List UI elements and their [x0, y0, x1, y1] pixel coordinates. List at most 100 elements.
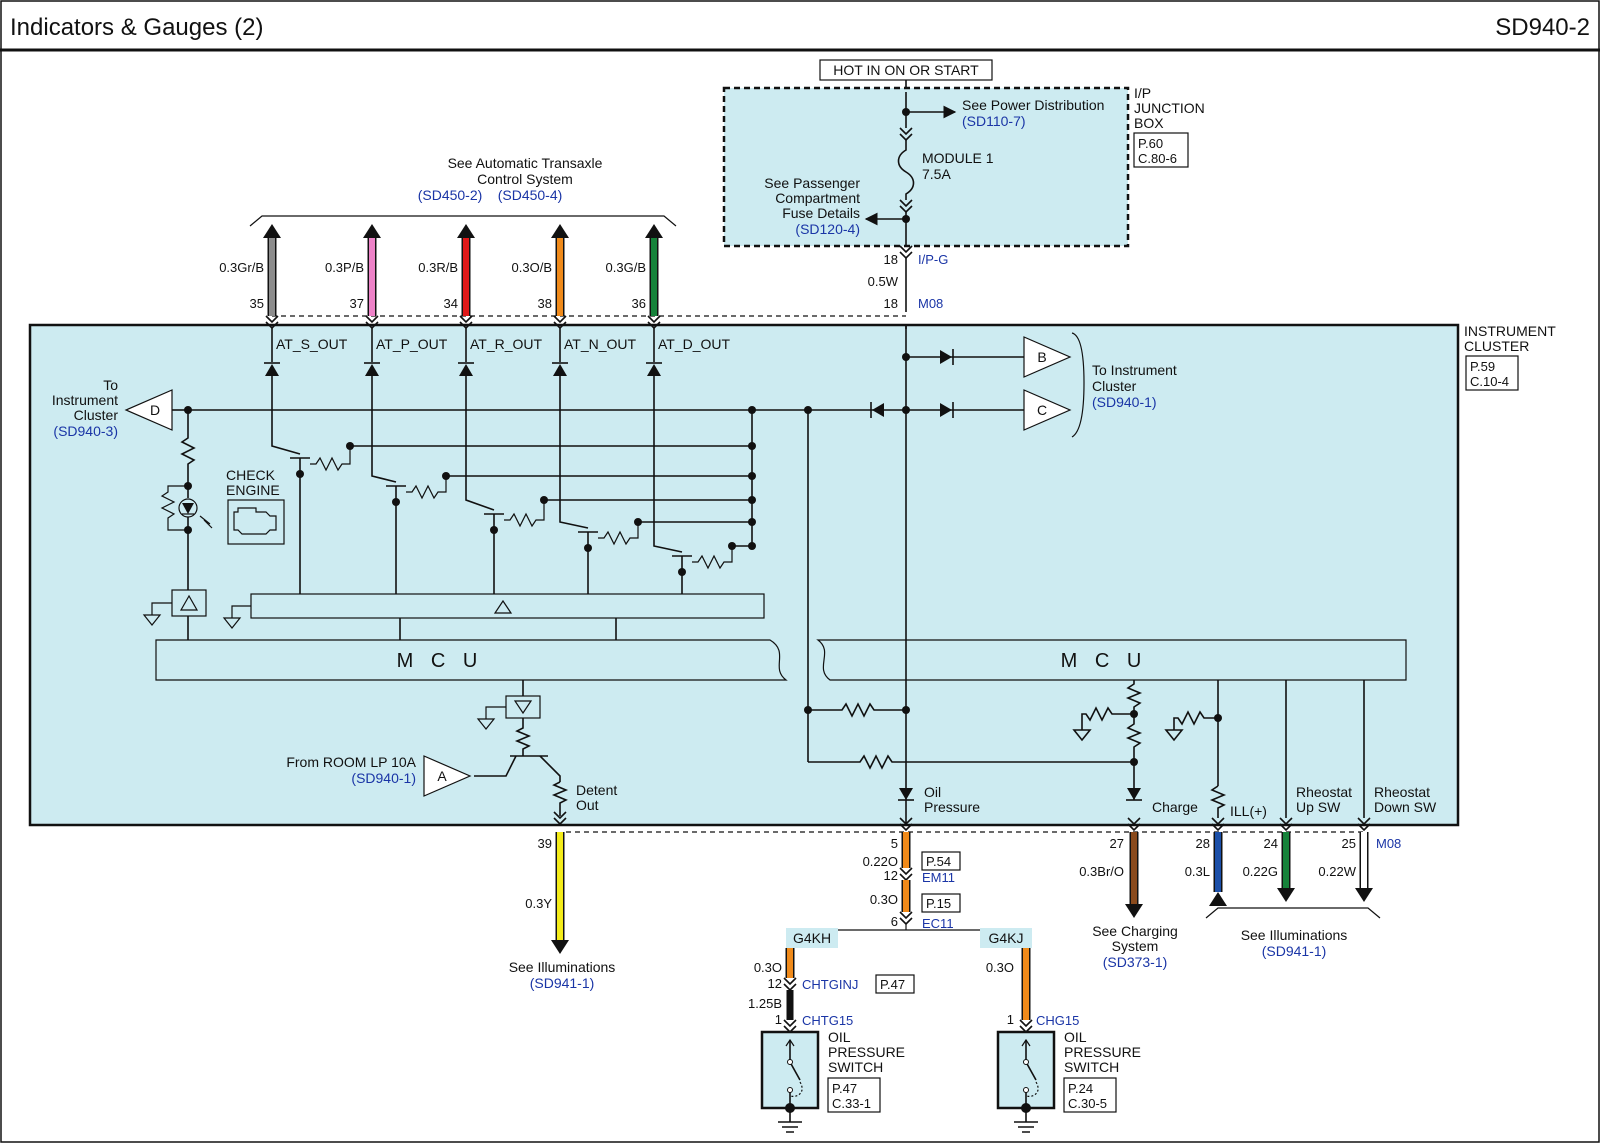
wire-03y: 0.3Y [525, 896, 552, 911]
chtg15-connector: CHTG15 [802, 1013, 853, 1028]
ipg-connector-2: M08 [918, 296, 943, 311]
pin-12b: 12 [768, 976, 782, 991]
wire-03l: 0.3L [1185, 864, 1210, 879]
wire-spec-1: 0.3P/B [325, 260, 364, 275]
left-to-3: Cluster [74, 407, 119, 423]
check-label-1: CHECK [226, 467, 276, 483]
page-code: SD940-2 [1495, 14, 1590, 41]
connector-a: A [437, 768, 447, 784]
pin-5: 5 [891, 836, 898, 851]
g4kj-label: G4KJ [988, 930, 1023, 946]
junction-label-2: JUNCTION [1134, 100, 1205, 116]
to-ic-2: Cluster [1092, 378, 1137, 394]
passenger-label-2: Compartment [775, 190, 860, 206]
wire-022w: 0.22W [1318, 864, 1356, 879]
transaxle-ref-1: (SD450-2) [418, 187, 483, 203]
see-ill-ref: (SD941-1) [530, 975, 595, 991]
ip-junction-box [722, 86, 1130, 248]
detent-label-2: Out [576, 797, 599, 813]
ops-left-3: SWITCH [828, 1059, 883, 1075]
detent-label-1: Detent [576, 782, 617, 798]
wire-125b: 1.25B [748, 996, 782, 1011]
transaxle-ref-2: (SD450-4) [498, 187, 563, 203]
wire-spec-0: 0.3Gr/B [219, 260, 264, 275]
ops-left-ref-1: P.47 [832, 1081, 857, 1096]
see-ill2-ref: (SD941-1) [1262, 943, 1327, 959]
ops-right-1: OIL [1064, 1029, 1087, 1045]
passenger-ref: (SD120-4) [795, 221, 860, 237]
connector-b: B [1037, 349, 1046, 365]
p54-ref: P.54 [926, 854, 951, 869]
pin-39: 39 [538, 836, 552, 851]
from-room-label: From ROOM LP 10A [286, 754, 416, 770]
ec11-connector: EC11 [922, 916, 954, 931]
charging-label-2: System [1112, 938, 1159, 954]
ops-right-3: SWITCH [1064, 1059, 1119, 1075]
ipg-pin-2: 18 [884, 296, 898, 311]
transaxle-line-2: Control System [477, 171, 573, 187]
junction-label-1: I/P [1134, 85, 1151, 101]
left-to-1: To [103, 377, 118, 393]
signal-2: AT_R_OUT [470, 336, 543, 352]
wire-spec-3: 0.3O/B [512, 260, 552, 275]
hot-in-label: HOT IN ON OR START [833, 62, 979, 78]
pin-1a: 1 [775, 1012, 782, 1027]
signal-4: AT_D_OUT [658, 336, 731, 352]
ops-left-ref-2: C.33-1 [832, 1096, 871, 1111]
signal-3: AT_N_OUT [564, 336, 637, 352]
wire-spec-2: 0.3R/B [418, 260, 458, 275]
wire-022o: 0.22O [863, 854, 898, 869]
check-label-2: ENGINE [226, 482, 280, 498]
transaxle-wires: 0.3Gr/B35AT_S_OUT0.3P/B37AT_P_OUT0.3R/B3… [219, 224, 731, 376]
chtginj-connector: CHTGINJ [802, 977, 858, 992]
em11-connector: EM11 [922, 870, 955, 885]
to-ic-1: To Instrument [1092, 362, 1177, 378]
charging-ref: (SD373-1) [1103, 954, 1168, 970]
ipg-wire: 0.5W [868, 274, 899, 289]
rheo-down-2: Down SW [1374, 799, 1437, 815]
pin-27: 27 [1110, 836, 1124, 851]
instrument-cluster [28, 323, 1460, 827]
left-to-ref: (SD940-3) [53, 423, 118, 439]
pin-24: 24 [1264, 836, 1278, 851]
ops-left-2: PRESSURE [828, 1044, 905, 1060]
connector-d: D [150, 402, 160, 418]
to-ic-ref: (SD940-1) [1092, 394, 1157, 410]
fuse-module-label: MODULE 1 [922, 150, 994, 166]
rheo-up-1: Rheostat [1296, 784, 1352, 800]
pin-1b: 1 [1007, 1012, 1014, 1027]
wire-pin-3: 38 [538, 296, 552, 311]
fuse-amp-label: 7.5A [922, 166, 951, 182]
ipg-pin: 18 [884, 252, 898, 267]
power-dist-label: See Power Distribution [962, 97, 1104, 113]
oil-pressure-switch-right [996, 1030, 1056, 1133]
chg15-connector: CHG15 [1036, 1013, 1079, 1028]
pin-12: 12 [884, 868, 898, 883]
rheo-down-1: Rheostat [1374, 784, 1430, 800]
cluster-label-1: INSTRUMENT [1464, 323, 1556, 339]
g4kh-label: G4KH [793, 930, 831, 946]
mcu-right-label: M C U [1061, 650, 1148, 672]
ill-label: ILL(+) [1230, 803, 1267, 819]
wire-03o-right: 0.3O [986, 960, 1014, 975]
mcu-left-label: M C U [397, 650, 484, 672]
wire-spec-4: 0.3G/B [606, 260, 646, 275]
wire-pin-2: 34 [444, 296, 458, 311]
charging-label-1: See Charging [1092, 923, 1178, 939]
junction-ref-2: C.80-6 [1138, 151, 1177, 166]
signal-0: AT_S_OUT [276, 336, 348, 352]
see-ill2-label: See Illuminations [1241, 927, 1348, 943]
page-title: Indicators & Gauges (2) [10, 14, 263, 41]
oil-pressure-switch-left [760, 1030, 820, 1133]
wire-03o: 0.3O [870, 892, 898, 907]
p47-ref: P.47 [880, 977, 905, 992]
cluster-ref-1: P.59 [1470, 359, 1495, 374]
oil-label-1: Oil [924, 784, 941, 800]
passenger-label-3: Fuse Details [782, 205, 860, 221]
power-dist-ref: (SD110-7) [962, 113, 1026, 129]
passenger-label-1: See Passenger [764, 175, 860, 191]
junction-ref-1: P.60 [1138, 136, 1163, 151]
ops-left-1: OIL [828, 1029, 851, 1045]
oil-label-2: Pressure [924, 799, 980, 815]
